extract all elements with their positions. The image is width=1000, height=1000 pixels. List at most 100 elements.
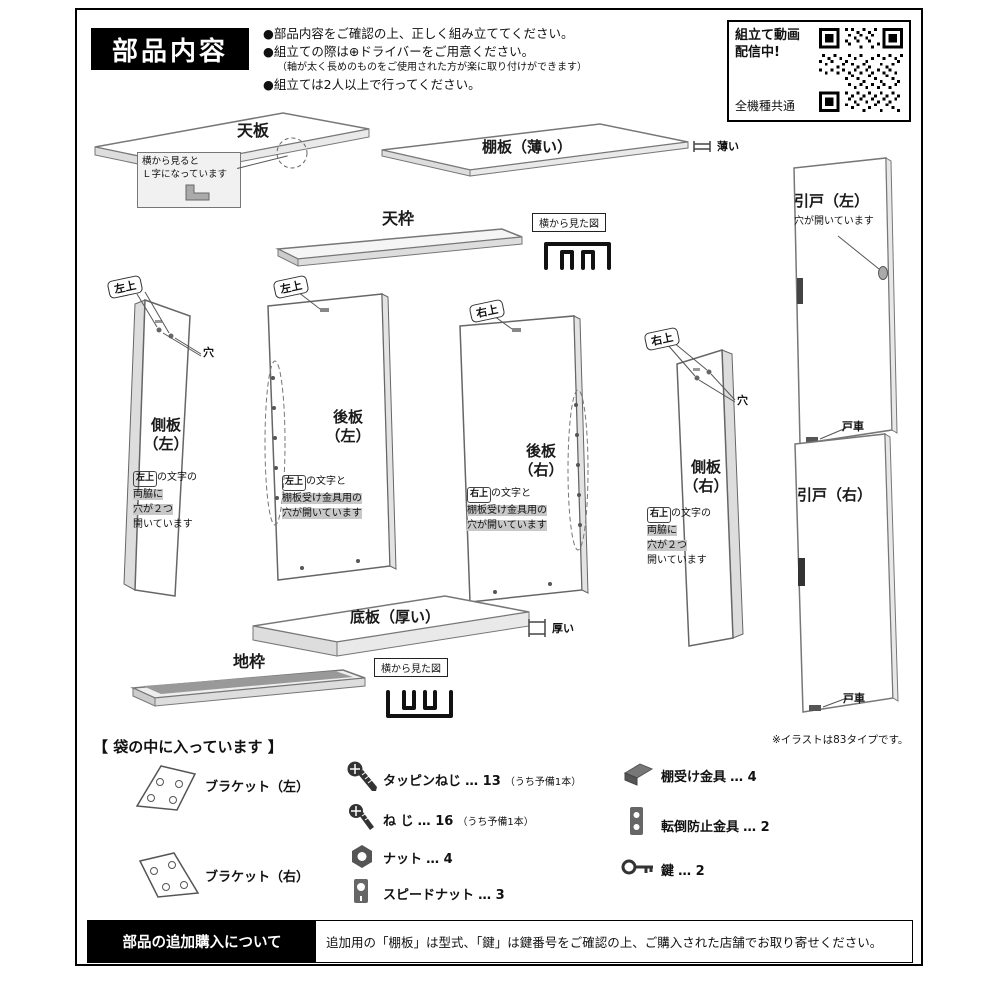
- note-line-2: ●組立ての際は⊕ドライバーをご用意ください。: [263, 44, 535, 60]
- anti-tip-bracket-count: … 2: [743, 820, 770, 835]
- back-panel-left-note-a: の文字と: [306, 476, 347, 487]
- shelf-bracket-item: 棚受け金具 … 4: [661, 766, 757, 785]
- side-panel-left-note-tag: 左上: [133, 471, 158, 487]
- screw-count: … 16: [417, 814, 454, 829]
- side-panel-right-note-c: 穴が２つ: [647, 539, 687, 551]
- sliding-door-left-hole-note: 穴が開いています: [794, 216, 874, 227]
- top-frame-label: 天枠: [382, 209, 415, 228]
- top-frame-sideview-label: 横から見た図: [532, 213, 606, 232]
- side-panel-left-note-b: 両脇に: [133, 488, 163, 500]
- side-panel-right-label: 側板 （右）: [670, 458, 742, 496]
- assembly-notes: ●部品内容をご確認の上、正しく組み立ててください。 ●組立ての際は⊕ドライバーを…: [263, 25, 718, 94]
- speed-nut-count: … 3: [478, 888, 505, 903]
- footer-label: 部品の追加購入について: [88, 921, 316, 962]
- screw-note: （うち予備1本）: [457, 817, 534, 828]
- back-panel-right-note: 右上の文字と 棚板受け金具用の 穴が開いています: [467, 486, 585, 533]
- qr-code-icon: [819, 28, 903, 112]
- tapping-screw-item: タッピンねじ … 13 （うち予備1本）: [383, 770, 581, 789]
- shelf-board-label: 棚板（薄い）: [482, 138, 573, 156]
- sliding-door-left-label: 引戸（左）: [794, 192, 870, 210]
- base-frame-drawing: [130, 669, 366, 707]
- back-panel-right-note-b: 棚板受け金具用の: [467, 504, 547, 516]
- side-panel-right-note-b: 両脇に: [647, 524, 677, 536]
- part-back-panel-left: 左上 後板 （左） 左上の文字と 棚板受け金具用の 穴が開いています: [260, 274, 445, 613]
- note-line-3: （軸が太く長めのものをご使用された方が楽に取り付けができます）: [277, 62, 587, 74]
- nut-label: ナット: [383, 852, 423, 867]
- sliding-door-left-drawing: [793, 157, 898, 445]
- top-panel-callout-line2: Ｌ字になっています: [142, 168, 228, 180]
- nut-item: ナット … 4: [383, 848, 453, 867]
- tapping-screw-note: （うち予備1本）: [504, 777, 582, 788]
- note-line-1: ●部品内容をご確認の上、正しく組み立ててください。: [263, 26, 574, 41]
- nut-icon: [352, 845, 372, 868]
- side-panel-right-hole-label: 穴: [737, 394, 748, 407]
- thin-indicator: 薄い: [690, 136, 739, 156]
- sliding-door-right-roller-label: 戸車: [843, 692, 865, 705]
- anti-tip-bracket-item: 転倒防止金具 … 2: [661, 816, 770, 835]
- part-sliding-door-left: 引戸（左） 穴が開いています 戸車: [780, 152, 908, 454]
- key-icon: [621, 859, 653, 875]
- sliding-door-right-label: 引戸（右）: [797, 486, 873, 504]
- back-panel-left-note-c: 穴が開いています: [282, 507, 362, 519]
- part-sliding-door-right: 引戸（右） 戸車: [783, 426, 915, 726]
- back-panel-left-drawing: [264, 291, 397, 581]
- back-panel-right-note-a: の文字と: [491, 488, 532, 499]
- bracket-left-icon: [135, 765, 197, 811]
- speed-nut-label: スピードナット: [383, 888, 475, 903]
- back-panel-left-label-line2: （左）: [325, 426, 371, 445]
- back-panel-right-label-line2: （右）: [518, 460, 564, 479]
- back-panel-left-note-b: 棚板受け金具用の: [282, 492, 362, 504]
- thin-label: 薄い: [717, 140, 739, 153]
- top-panel-label: 天板: [237, 121, 270, 140]
- shelf-board-drawing: [381, 123, 689, 177]
- top-panel-callout: 横から見ると Ｌ字になっています: [137, 152, 241, 208]
- tapping-screw-count: … 13: [465, 774, 501, 789]
- speed-nut-item: スピードナット … 3: [383, 884, 505, 903]
- part-side-panel-left: 左上 穴 側板 （左） 左上の文字の 両脇に 穴が２つ 開いています: [105, 274, 280, 613]
- back-panel-left-label: 後板 （左）: [312, 408, 384, 446]
- back-panel-right-label: 後板 （右）: [505, 442, 577, 480]
- sliding-door-right-drawing: [794, 433, 899, 713]
- nut-count: … 4: [426, 852, 453, 867]
- bracket-right-icon: [138, 852, 200, 898]
- side-panel-left-drawing: [123, 291, 202, 597]
- side-panel-left-label: 側板 （左）: [130, 416, 202, 454]
- part-base-frame: 地枠: [125, 648, 380, 728]
- side-panel-left-note-a: の文字の: [157, 472, 198, 483]
- bottom-panel-drawing: [252, 595, 530, 657]
- part-top-frame: 天枠: [270, 205, 540, 283]
- back-panel-right-label-line1: 後板: [525, 442, 556, 460]
- shelf-bracket-count: … 4: [730, 770, 757, 785]
- thick-label: 厚い: [552, 622, 574, 635]
- page-title: 部品内容: [89, 26, 251, 72]
- part-side-panel-right: 右上 穴 側板 （右） 右上の文字の 両脇に 穴が２つ 開いています: [625, 326, 805, 658]
- sliding-door-left-roller-label: 戸車: [842, 420, 864, 433]
- base-frame-profile-icon: [386, 690, 453, 718]
- footer-text: 追加用の「棚板」は型式、「鍵」は鍵番号をご確認の上、ご購入された店舗でお取り寄せ…: [326, 935, 883, 950]
- back-panel-left-note: 左上の文字と 棚板受け金具用の 穴が開いています: [282, 474, 400, 521]
- bracket-right-label: ブラケット（右）: [205, 870, 310, 885]
- video-line3: 全機種共通: [735, 99, 796, 113]
- anti-tip-bracket-icon: [630, 807, 643, 835]
- side-panel-right-label-line1: 側板: [690, 458, 721, 476]
- note-line-4: ●組立ては2人以上で行ってください。: [263, 76, 481, 92]
- part-bottom-panel: 底板（厚い）: [245, 588, 540, 678]
- side-panel-left-note-c: 穴が２つ: [133, 503, 173, 515]
- back-panel-left-note-tag: 左上: [282, 475, 307, 491]
- side-panel-right-note: 右上の文字の 両脇に 穴が２つ 開いています: [647, 506, 747, 568]
- side-panel-left-hole-label: 穴: [203, 346, 214, 359]
- instruction-sheet: 部品内容 ●部品内容をご確認の上、正しく組み立ててください。 ●組立ての際は⊕ド…: [75, 8, 923, 966]
- thick-indicator: 厚い: [525, 616, 574, 640]
- back-panel-right-note-c: 穴が開いています: [467, 519, 547, 531]
- side-panel-left-label-line2: （左）: [143, 434, 189, 453]
- key-count: … 2: [678, 864, 705, 879]
- tapping-screw-label: タッピンねじ: [383, 774, 462, 789]
- back-panel-right-note-tag: 右上: [467, 487, 492, 503]
- part-shelf-board: 棚板（薄い）: [372, 116, 702, 204]
- illustration-type-note: ※イラストは83タイプです。: [772, 734, 909, 746]
- side-panel-right-drawing: [666, 341, 744, 647]
- side-panel-left-note-d: 開いています: [133, 518, 193, 530]
- side-panel-right-label-line2: （右）: [683, 476, 729, 495]
- key-item: 鍵 … 2: [661, 860, 705, 879]
- speed-nut-icon: [354, 879, 368, 903]
